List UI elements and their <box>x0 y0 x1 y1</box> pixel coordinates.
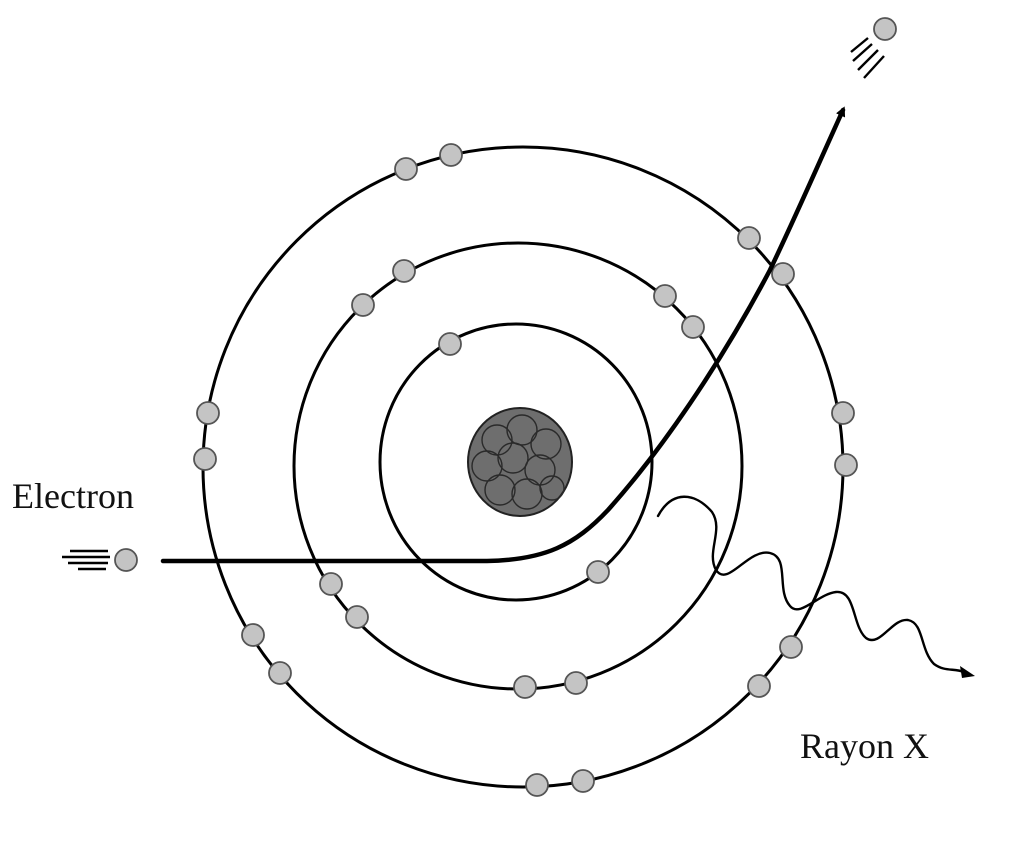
inner-orbit <box>378 322 654 602</box>
deflected-electron-icon <box>850 17 897 79</box>
outer-electron <box>268 661 292 685</box>
middle-electron <box>392 259 416 283</box>
outer-electron <box>747 674 771 698</box>
outer-electron <box>779 635 803 659</box>
outer-electron <box>831 401 855 425</box>
outer-electron <box>241 623 265 647</box>
outer-electron <box>737 226 761 250</box>
xray-wave <box>656 495 966 674</box>
inner-electron <box>438 332 462 356</box>
middle-electron <box>681 315 705 339</box>
xray-arrowhead <box>960 666 975 678</box>
middle-electron <box>351 293 375 317</box>
middle-electron <box>653 284 677 308</box>
incoming-electron-icon <box>62 548 138 572</box>
outer-electron <box>439 143 463 167</box>
outer-electron <box>193 447 217 471</box>
outer-electron <box>394 157 418 181</box>
orbit-electrons <box>193 143 858 797</box>
outer-electron <box>571 769 595 793</box>
xray-label: Rayon X <box>800 726 929 766</box>
nucleus-icon <box>467 407 573 517</box>
middle-electron <box>513 675 537 699</box>
electron-trajectory <box>160 106 846 564</box>
outer-electron <box>525 773 549 797</box>
middle-electron <box>564 671 588 695</box>
electron-label: Electron <box>12 476 134 516</box>
outer-electron <box>834 453 858 477</box>
middle-electron <box>345 605 369 629</box>
middle-electron <box>319 572 343 596</box>
inner-electron <box>586 560 610 584</box>
outer-electron <box>771 262 795 286</box>
outer-electron <box>196 401 220 425</box>
